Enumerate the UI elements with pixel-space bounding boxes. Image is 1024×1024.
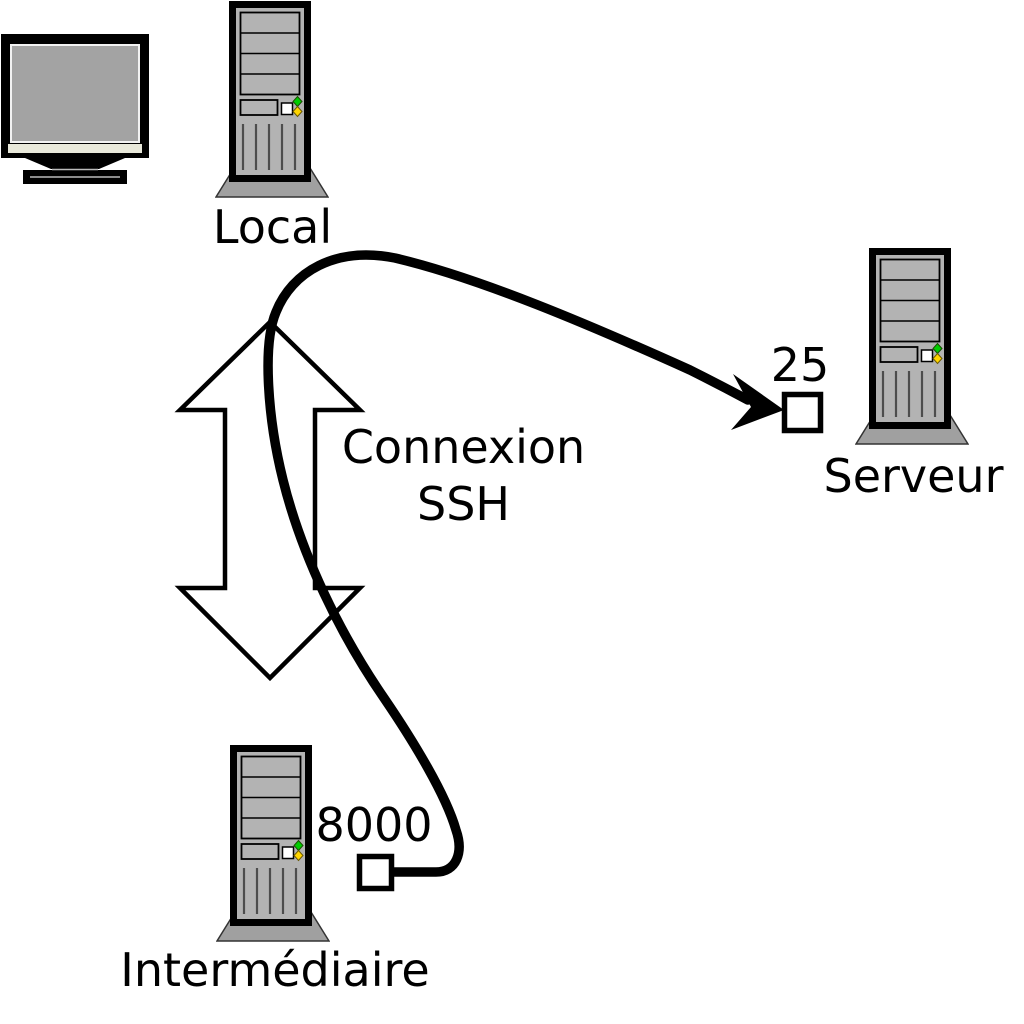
label-port-25: 25 (770, 338, 830, 392)
crt-monitor-icon (1, 34, 149, 184)
monitor-strip (8, 144, 142, 153)
monitor-screen (10, 44, 140, 143)
intermediate-computer-icon (216, 744, 330, 943)
label-connexion-line2: SSH (417, 477, 510, 532)
tunnel-arrowhead-icon (731, 374, 784, 430)
label-port-8000: 8000 (315, 798, 433, 852)
local-computer-icon (215, 0, 329, 199)
tunnel-curve-arrow-icon (263, 250, 753, 877)
label-serveur: Serveur (823, 449, 1004, 503)
label-connexion-ssh: Connexion SSH (342, 419, 585, 533)
port-8000-socket (356, 853, 395, 892)
port-25-socket (781, 391, 824, 434)
monitor-stand (25, 158, 125, 169)
server-computer-icon (855, 247, 969, 446)
label-local: Local (212, 200, 333, 254)
label-intermediaire: Intermédiaire (120, 943, 430, 997)
label-connexion-line1: Connexion (341, 420, 586, 474)
double-headed-arrow-icon (174, 318, 366, 682)
